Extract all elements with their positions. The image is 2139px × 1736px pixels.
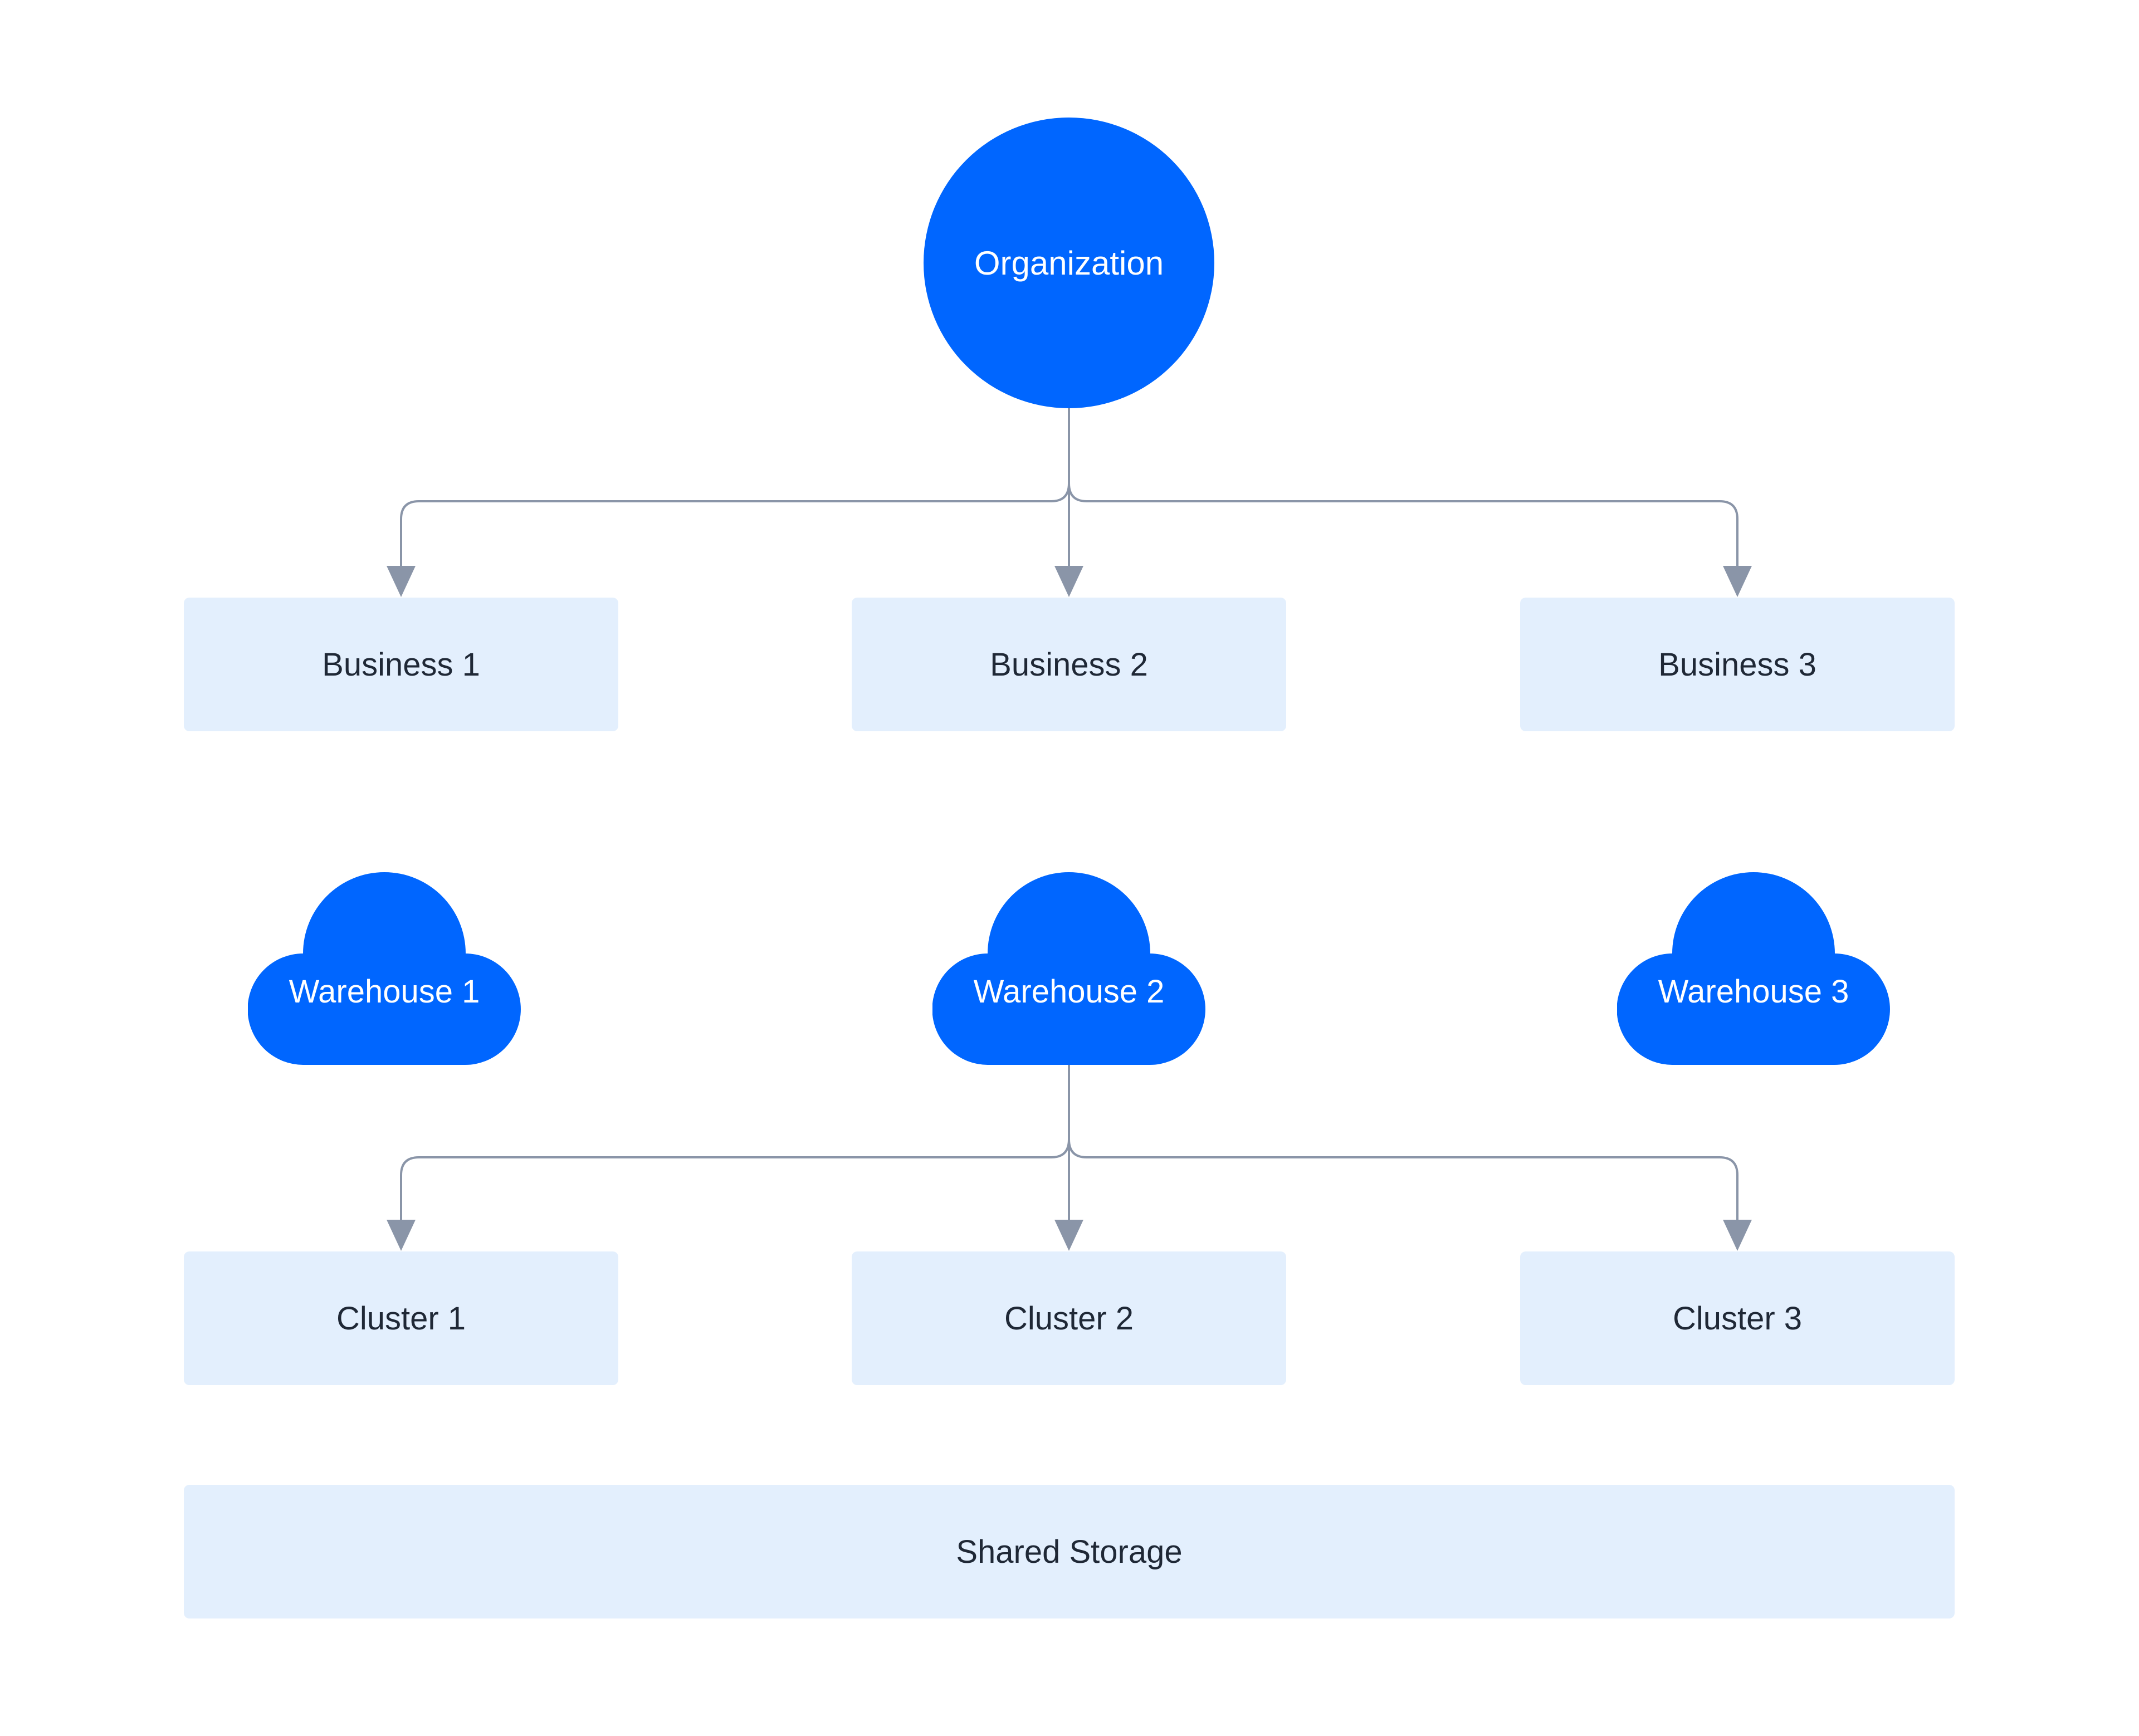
business-3-label: Business 3: [1658, 646, 1816, 683]
warehouse-2-label: Warehouse 2: [973, 974, 1165, 1010]
warehouse-3-cloud[interactable]: Warehouse 3: [1617, 863, 1890, 1065]
warehouse-3-label: Warehouse 3: [1658, 974, 1849, 1010]
arrowhead-business-1: [387, 566, 416, 597]
connector-wh-to-cluster-1: [400, 1138, 1070, 1246]
warehouse-1-cloud[interactable]: Warehouse 1: [248, 863, 521, 1065]
arrowhead-cluster-1: [387, 1220, 416, 1251]
arrowhead-cluster-3: [1723, 1220, 1752, 1251]
shared-storage-box[interactable]: Shared Storage: [184, 1485, 1955, 1618]
arrowhead-cluster-2: [1054, 1220, 1083, 1251]
business-1-box[interactable]: Business 1: [184, 598, 618, 731]
warehouse-2-cloud[interactable]: Warehouse 2: [932, 863, 1205, 1065]
cloud-icon: [932, 872, 1205, 1065]
business-3-box[interactable]: Business 3: [1520, 598, 1955, 731]
arrowhead-business-2: [1054, 566, 1083, 597]
cluster-1-box[interactable]: Cluster 1: [184, 1251, 618, 1385]
cluster-3-label: Cluster 3: [1672, 1300, 1803, 1337]
warehouse-1-label: Warehouse 1: [289, 974, 480, 1010]
business-1-label: Business 1: [322, 646, 480, 683]
organization-label: Organization: [974, 244, 1164, 282]
cloud-icon: [248, 872, 521, 1065]
business-2-box[interactable]: Business 2: [852, 598, 1286, 731]
business-2-label: Business 2: [990, 646, 1148, 683]
arrowhead-business-3: [1723, 566, 1752, 597]
organization-node[interactable]: Organization: [924, 118, 1214, 408]
shared-storage-label: Shared Storage: [956, 1533, 1183, 1570]
cloud-icon: [1617, 872, 1890, 1065]
connector-org-to-business-1: [400, 482, 1070, 591]
cluster-3-box[interactable]: Cluster 3: [1520, 1251, 1955, 1385]
cluster-2-box[interactable]: Cluster 2: [852, 1251, 1286, 1385]
connector-org-to-business-3: [1068, 482, 1738, 591]
connector-wh-to-cluster-3: [1068, 1138, 1738, 1246]
cluster-1-label: Cluster 1: [336, 1300, 466, 1337]
cluster-2-label: Cluster 2: [1004, 1300, 1134, 1337]
